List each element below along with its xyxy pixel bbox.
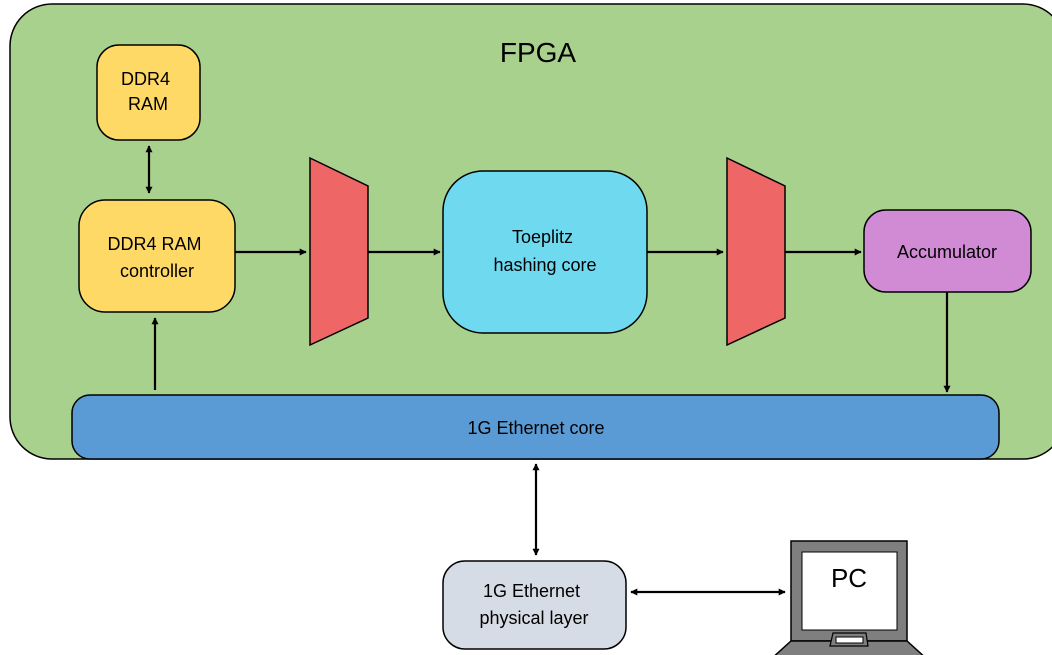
laptop-icon xyxy=(774,540,924,655)
ethernet-phy-label: 1G Ethernet physical layer xyxy=(479,581,588,628)
output-mux xyxy=(726,156,786,347)
ethernet-phy-block xyxy=(442,560,627,650)
toeplitz-core-block xyxy=(442,170,648,334)
ddr4-ram-block xyxy=(96,44,201,141)
ddr4-ram-label: DDR4 RAM xyxy=(121,69,175,114)
ddr4-controller-block xyxy=(78,199,236,313)
pc-label: PC xyxy=(831,563,867,593)
ethernet-core-label: 1G Ethernet core xyxy=(467,418,604,438)
accumulator-label: Accumulator xyxy=(897,242,997,262)
fpga-title: FPGA xyxy=(500,37,577,68)
ethernet-core-block xyxy=(71,394,1000,460)
input-mux xyxy=(309,156,369,347)
toeplitz-core-label: Toeplitz hashing core xyxy=(493,227,596,275)
ddr4-controller-label: DDR4 RAM controller xyxy=(107,234,206,281)
